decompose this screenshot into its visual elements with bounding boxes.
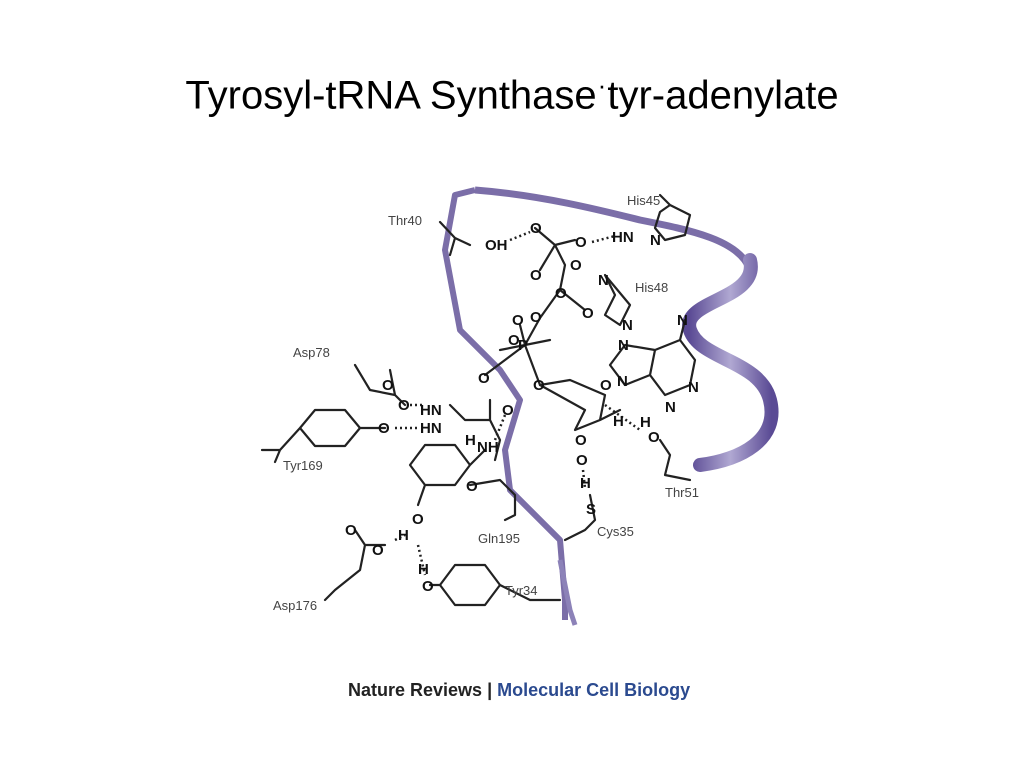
atom-O: O xyxy=(502,402,514,419)
atom-O: O xyxy=(530,267,542,284)
title-part-1: Tyrosyl-tRNA Synthase xyxy=(185,73,597,118)
atom-H: H xyxy=(465,432,476,449)
atom-HN: HN xyxy=(612,229,634,246)
title-dot: · xyxy=(597,70,607,100)
gln195-sidechain xyxy=(448,398,517,522)
his48-ring xyxy=(603,273,632,327)
slide-title: Tyrosyl-tRNA Synthase·tyr-adenylate xyxy=(0,70,1024,118)
hydrogen-bonds xyxy=(394,230,641,576)
his45-ring xyxy=(653,193,692,242)
hbond-ribose-thr51 xyxy=(604,403,641,432)
atom-N: N xyxy=(688,379,699,396)
atom-HN: HN xyxy=(420,402,442,419)
atom-O: O xyxy=(422,578,434,595)
atom-O: O xyxy=(412,511,424,528)
atom-O: O xyxy=(648,429,660,446)
label-his45: His45 xyxy=(627,193,660,208)
thr51-sidechain xyxy=(658,438,692,482)
atom-P: P xyxy=(518,337,528,354)
atom-N: N xyxy=(618,337,629,354)
phosphate-links xyxy=(483,323,552,387)
hbond-asp176 xyxy=(394,533,406,542)
ribose-ring xyxy=(538,378,622,432)
tyr169-ring xyxy=(260,408,387,464)
atom-O: O xyxy=(530,220,542,237)
atom-NH: NH xyxy=(477,439,499,456)
atom-N: N xyxy=(622,317,633,334)
atom-H: H xyxy=(398,527,409,544)
ppi-bonds xyxy=(523,226,587,347)
ribbon-right-loop xyxy=(682,253,779,472)
figure-credit: Nature Reviews | Molecular Cell Biology xyxy=(348,680,690,701)
hbond-tyr34 xyxy=(416,544,427,576)
tyr-central-ring xyxy=(408,443,487,507)
credit-section: Molecular Cell Biology xyxy=(497,680,691,700)
hbond-his45-ppi xyxy=(591,234,616,244)
atom-N: N xyxy=(650,232,661,249)
atom-HN: HN xyxy=(420,420,442,437)
label-thr51: Thr51 xyxy=(665,485,699,500)
cys35-sidechain xyxy=(563,493,597,542)
adenine-rings xyxy=(608,318,697,397)
atom-O: O xyxy=(570,257,582,274)
atom-N: N xyxy=(665,399,676,416)
atom-O: O xyxy=(345,522,357,539)
atom-O: O xyxy=(398,397,410,414)
atom-N: N xyxy=(617,373,628,390)
credit-separator: | xyxy=(487,680,493,700)
protein-ribbon xyxy=(442,186,779,626)
label-asp176: Asp176 xyxy=(273,598,317,613)
atom-N: N xyxy=(598,272,609,289)
label-asp78: Asp78 xyxy=(293,345,330,360)
atom-N: N xyxy=(677,312,688,329)
atom-O: O xyxy=(575,432,587,449)
tyr34-ring xyxy=(438,563,562,607)
atom-O: O xyxy=(582,305,594,322)
label-gln195: Gln195 xyxy=(478,531,520,546)
atom-O: O xyxy=(600,377,612,394)
atom-O: O xyxy=(508,332,520,349)
atom-O: O xyxy=(378,420,390,437)
atom-O: O xyxy=(576,452,588,469)
label-thr40: Thr40 xyxy=(388,213,422,228)
atom-S: S xyxy=(586,501,596,518)
ribbon-tail xyxy=(557,559,578,626)
label-tyr169: Tyr169 xyxy=(283,458,323,473)
atom-O: O xyxy=(372,542,384,559)
atom-O: O xyxy=(530,309,542,326)
atom-O: O xyxy=(555,285,567,302)
hbond-thr40-ppi xyxy=(509,230,531,242)
atom-H: H xyxy=(418,561,429,578)
atom-H: H xyxy=(613,413,624,430)
atom-O: O xyxy=(382,377,394,394)
atom-O: O xyxy=(478,370,490,387)
label-his48: His48 xyxy=(635,280,668,295)
thr40-sidechain xyxy=(438,220,472,257)
atom-O: O xyxy=(466,478,478,495)
asp176-sidechain xyxy=(323,528,387,602)
atom-O: O xyxy=(575,234,587,251)
atom-H: H xyxy=(580,475,591,492)
residue-labels: Thr40 His45 His48 Asp78 Tyr169 Thr51 Gln… xyxy=(273,193,699,613)
atom-H: H xyxy=(640,414,651,431)
asp78-sidechain xyxy=(353,363,407,407)
atom-O: O xyxy=(533,377,545,394)
title-part-2: tyr-adenylate xyxy=(607,73,839,118)
atom-labels: O O O O O O O O O P O O O O O O N N N N … xyxy=(345,220,699,595)
hbond-cys35 xyxy=(581,469,587,489)
atom-OH: OH xyxy=(485,237,508,254)
atom-O: O xyxy=(512,312,524,329)
label-cys35: Cys35 xyxy=(597,524,634,539)
molecule-bonds xyxy=(260,193,697,607)
ribbon-top-arc xyxy=(474,186,754,272)
label-tyr34: Tyr34 xyxy=(505,583,538,598)
credit-journal: Nature Reviews xyxy=(348,680,483,700)
